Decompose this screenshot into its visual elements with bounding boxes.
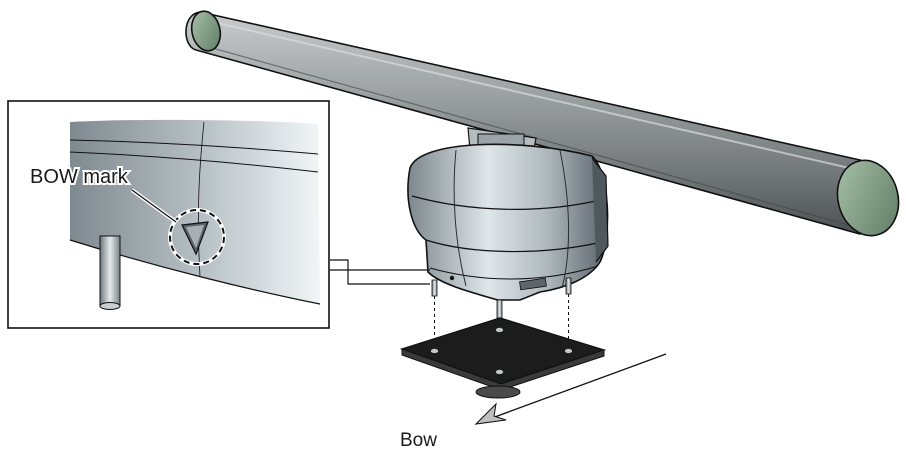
antenna-left-end-cap [190,10,222,52]
bolt-hole [495,327,504,333]
bolt-hole [495,369,504,375]
inset-mounting-pin [99,235,121,307]
bolt-hole [564,348,573,354]
antenna-right-end-cap [836,159,900,237]
bow-mark-detail-inset [7,100,330,329]
bow-label: Bow [400,430,437,451]
inset-leader-lines [330,259,430,285]
bow-direction-arrow [474,353,667,425]
pedestal-unit [407,143,609,301]
antenna-radiator [185,10,900,237]
mounting-base-plate [399,317,607,399]
bow-mark-indicator [168,208,226,266]
bow-mark-label: BOW mark [30,166,129,188]
bolt-hole [430,348,439,354]
